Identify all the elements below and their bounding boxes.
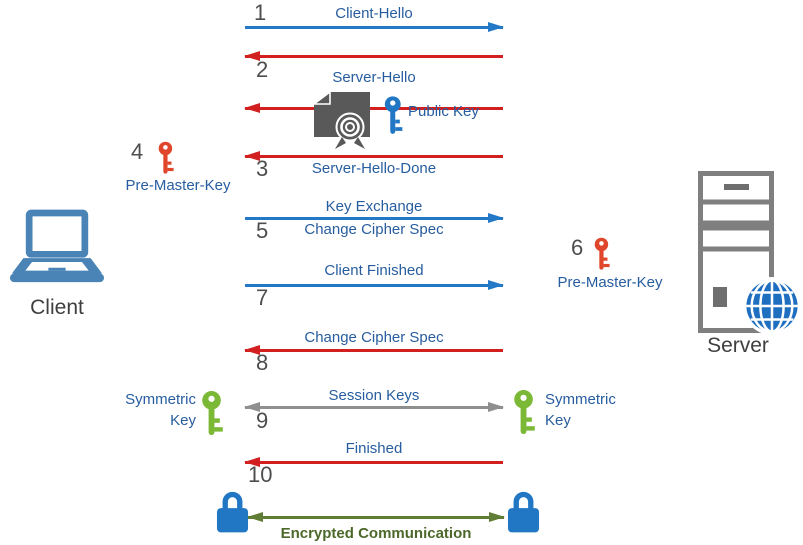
server-node: Server <box>698 171 803 361</box>
client-hello-label: Client-Hello <box>335 5 413 22</box>
laptop-icon <box>9 209 105 283</box>
change-cipher-spec-label-8: Change Cipher Spec <box>304 329 444 346</box>
public-key-label: Public Key <box>408 103 479 120</box>
change-cipher-spec-label-5: Change Cipher Spec <box>304 221 444 238</box>
padlock-icon-right <box>507 491 540 533</box>
arrow-session-keys <box>245 406 503 409</box>
server-hello-label: Server-Hello <box>332 69 416 86</box>
arrow-key-exchange <box>245 217 503 220</box>
pre-master-key-icon-right <box>594 237 610 270</box>
step-number-7: 7 <box>256 285 269 310</box>
arrow-finished <box>245 461 503 464</box>
step-number-6: 6 <box>571 235 584 260</box>
arrow-server-hello-done <box>245 155 503 158</box>
key-exchange-label: Key Exchange <box>325 198 423 215</box>
step-number-1: 1 <box>254 0 267 25</box>
server-label: Server <box>707 334 769 357</box>
step-number-5: 5 <box>256 218 269 243</box>
arrow-change-cipher-spec <box>245 349 503 352</box>
public-key-icon <box>384 96 403 134</box>
step-number-2: 2 <box>256 57 269 82</box>
client-node: Client <box>9 209 107 324</box>
symmetric-key-icon-left <box>202 391 223 436</box>
arrow-client-finished <box>245 284 503 287</box>
arrow-encrypted-communication <box>248 516 504 519</box>
client-label: Client <box>30 296 84 319</box>
padlock-icon-left <box>216 491 249 533</box>
session-keys-label: Session Keys <box>328 387 420 404</box>
pre-master-key-icon-left <box>158 141 174 174</box>
symmetric-key-icon-right <box>514 390 535 435</box>
step-number-3: 3 <box>256 156 269 181</box>
pre-master-key-label-left: Pre-Master-Key <box>125 177 231 194</box>
encrypted-communication-label: Encrypted Communication <box>280 525 472 542</box>
pre-master-key-label-right: Pre-Master-Key <box>557 274 663 291</box>
step-number-10: 10 <box>248 462 273 487</box>
client-finished-label: Client Finished <box>324 262 424 279</box>
certificate-icon <box>311 91 370 149</box>
symmetric-key-label-right: Symmetric Key <box>545 391 616 429</box>
server-tower-icon <box>698 171 774 333</box>
symmetric-key-label-left: Symmetric Key <box>125 391 196 429</box>
step-number-8: 8 <box>256 350 269 375</box>
arrow-client-hello <box>245 26 503 29</box>
arrow-server-hello <box>245 55 503 58</box>
globe-icon <box>743 277 801 335</box>
step-number-9: 9 <box>256 408 269 433</box>
arrow-certificate <box>245 107 503 110</box>
finished-label: Finished <box>345 440 403 457</box>
server-hello-done-label: Server-Hello-Done <box>311 160 437 177</box>
step-number-4: 4 <box>131 139 144 164</box>
